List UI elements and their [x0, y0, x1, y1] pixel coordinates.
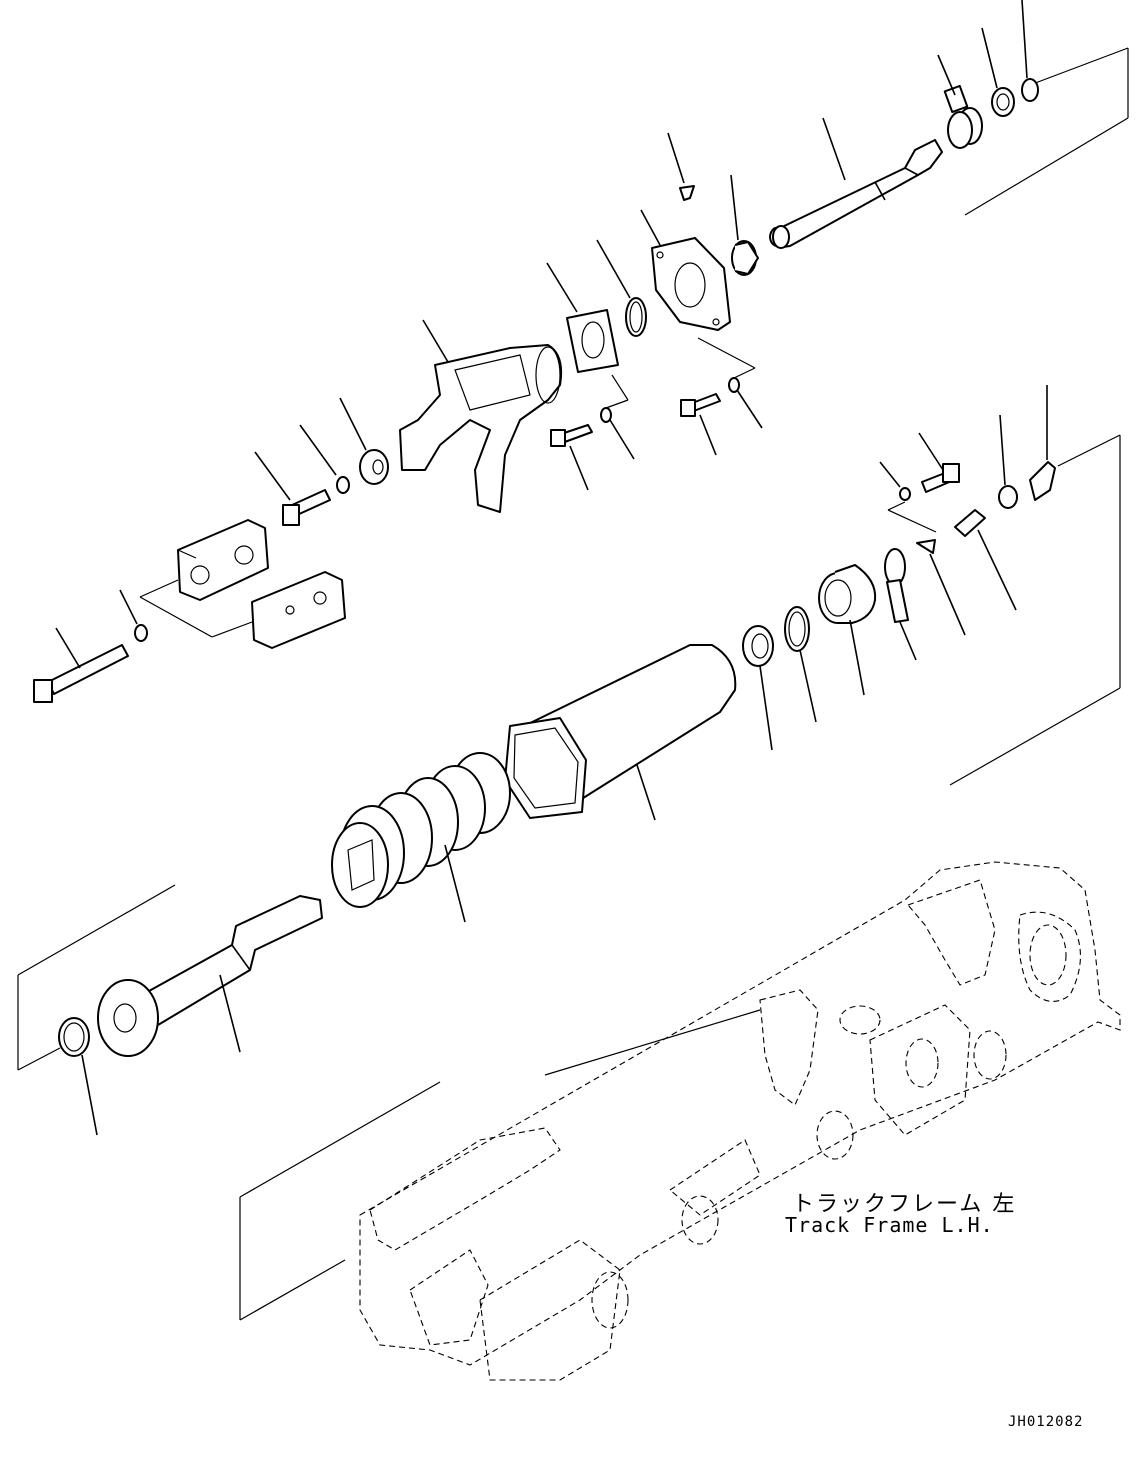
- bolt-washer-right: [680, 337, 763, 456]
- valve-bracket-lines: [139, 579, 253, 638]
- gasket-plate: [546, 262, 619, 373]
- lower-group-outline: [17, 884, 176, 1071]
- middle-group-outline: [949, 434, 1121, 786]
- yoke-bracket: [399, 319, 563, 513]
- drawing-id: JH012082: [1008, 1414, 1084, 1430]
- top-right-small-parts: [937, 0, 1039, 149]
- large-bushing: [818, 564, 877, 696]
- ring-middle: [742, 625, 774, 751]
- seal-tab: [884, 548, 917, 661]
- piston-rod: [97, 895, 323, 1057]
- spacer-washer-bolt-upper: [254, 397, 389, 526]
- seal-ring-bottom: [58, 1017, 98, 1136]
- frame-link-lines: [544, 1009, 761, 1076]
- valve-block-upper: [177, 519, 269, 601]
- valve-block-lower: [251, 571, 346, 649]
- bolt-washer-mid: [550, 374, 635, 491]
- o-ring-middle: [784, 606, 817, 723]
- recoil-cylinder: [504, 644, 737, 821]
- recoil-spring: [331, 752, 511, 923]
- track-frame-lh: [359, 861, 1121, 1381]
- o-ring-top: [596, 239, 647, 337]
- small-valve-cluster: [879, 385, 1056, 636]
- track-frame-outline: [239, 1081, 441, 1321]
- long-bolt-washer: [33, 589, 148, 703]
- tapered-pin: [769, 117, 943, 249]
- track-frame-label-japanese: トラックフレーム 左: [792, 1192, 1017, 1217]
- bushing-top: [730, 174, 759, 276]
- upper-group-outline: [964, 47, 1129, 216]
- flange-cap: [640, 209, 731, 331]
- grease-nipple-top: [667, 132, 695, 201]
- track-frame-label-english: Track Frame L.H.: [785, 1213, 994, 1237]
